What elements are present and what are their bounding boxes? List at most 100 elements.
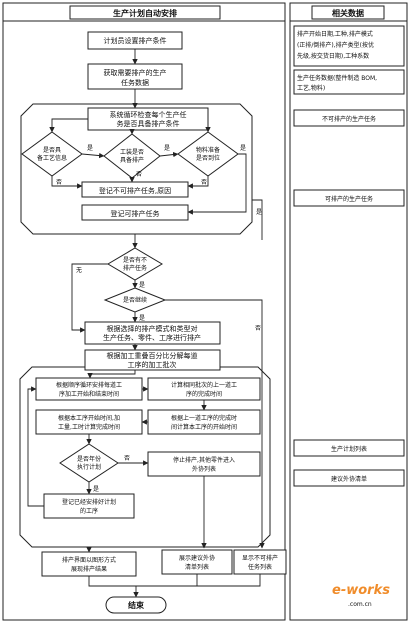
calc-end-text-2: 工量,工时计算完成时间 <box>58 423 120 431</box>
arrow-continue-no <box>165 299 265 549</box>
merge-left <box>88 576 136 587</box>
scheduling-params-text-2: (正排/倒排产),排产类型(按优 <box>297 41 374 49</box>
tooling-no-label: 否 <box>136 171 142 178</box>
stop-ops-text-2: 外协列表 <box>192 465 216 473</box>
material-decision <box>177 131 239 177</box>
end-text: 结束 <box>128 600 145 610</box>
outsource-list-text: 建议外协清单 <box>331 475 367 483</box>
tooling-decision <box>103 133 161 179</box>
execute-yes-label: 是 <box>93 486 99 493</box>
show-unschedulable-step <box>233 549 287 575</box>
none-label: 无 <box>76 267 82 274</box>
calc-prev-text-1: 计算相同批次的上一道工 <box>171 381 237 389</box>
can-execute-text-1: 是否年份 <box>77 455 101 463</box>
right-header-text: 相关数据 <box>332 8 364 18</box>
arrow-tech-yes <box>81 152 105 159</box>
continue-text: 是否继续 <box>123 296 147 304</box>
outsource-list-data <box>293 469 405 487</box>
stop-ops-step <box>147 451 261 477</box>
show-outsource-text-1: 展示建议外协 <box>179 554 215 562</box>
get-tasks-text-2: 任务数据 <box>121 78 149 87</box>
any-schedulable-decision <box>107 247 163 281</box>
material-text-2: 是否到位 <box>196 154 220 162</box>
arrow-to-tech <box>49 118 88 133</box>
unschedulable-tasks-text: 不可排产的生产任务 <box>322 115 376 123</box>
merge-right <box>197 574 261 587</box>
task-data-data <box>293 69 405 95</box>
arrow-material-yes <box>187 153 247 215</box>
task-data-text-1: 生产任务数据(整件制造 BOM, <box>297 74 377 82</box>
schedule-procs-text-1: 根据顺序循环安排每道工 <box>56 381 122 389</box>
schedule-by-mode-text-2: 生产任务、零件、工序进行排产 <box>103 333 201 342</box>
split-batches-step <box>84 349 221 371</box>
tech-yes-label: 是 <box>87 145 93 152</box>
eworks-watermark-logo: e-works .com.cn <box>332 583 390 608</box>
schedule-procs-text-2: 序加工开始和结束时间 <box>59 390 119 398</box>
arrow-tech-no <box>51 176 83 189</box>
tooling-text-1: 工装是否 <box>120 148 144 156</box>
plan-list-text: 生产计划列表 <box>331 445 367 453</box>
has-tasks-label: 是 <box>139 282 145 289</box>
any-schedulable-text-1: 是否有不 <box>123 256 147 264</box>
schedule-by-mode-step <box>84 321 221 345</box>
left-column-frame <box>2 2 286 621</box>
record-schedulable-step <box>81 204 189 221</box>
record-unschedulable-step <box>81 181 189 198</box>
right-column-frame <box>289 2 408 621</box>
loop-right-line <box>252 199 263 240</box>
calc-end-text-1: 根据本工序开始时间,加 <box>58 414 120 422</box>
record-done-step <box>43 493 135 519</box>
tooling-yes-label: 是 <box>164 145 170 152</box>
continue-no-label: 否 <box>255 325 261 332</box>
loop-check-text-1: 系统循环检查每个生产任 <box>110 110 187 119</box>
calc-start-text-2: 间计算本工序的开始时间 <box>171 423 237 431</box>
scheduling-params-data <box>293 25 405 67</box>
right-column-header <box>311 5 385 20</box>
calc-start-text-1: 根据上一道工序的完成时 <box>171 414 237 422</box>
left-header-text: 生产计划自动安排 <box>113 8 177 18</box>
merge-middle <box>136 574 198 587</box>
record-schedulable-text: 登记可排产任务 <box>111 209 160 218</box>
arrow-none <box>71 263 108 333</box>
tooling-text-2: 具备排产 <box>120 156 144 164</box>
scheduling-params-text-3: 先级,按交货日期),工种系数 <box>297 52 369 60</box>
split-batches-text-2: 工序的加工批次 <box>128 360 177 369</box>
task-data-text-2: 工艺,物料) <box>297 84 325 92</box>
record-done-text-1: 登记已经安排好计划 <box>62 498 116 506</box>
schedulable-tasks-data <box>293 189 405 207</box>
can-execute-decision <box>59 443 119 483</box>
can-execute-text-2: 执行计划 <box>77 463 101 471</box>
watermark-domain: .com.cn <box>348 601 372 608</box>
arrow-4 <box>87 370 136 379</box>
tech-info-text-1: 是否具 <box>43 147 61 154</box>
tech-no-label: 否 <box>56 179 62 186</box>
show-results-step <box>41 551 137 577</box>
end-terminal <box>105 596 167 614</box>
tech-info-text-2: 备工艺信息 <box>37 154 67 162</box>
arrow-loop-back <box>27 386 44 507</box>
record-unschedulable-text: 登记不可排产任务,原因 <box>99 186 171 195</box>
task-check-loop-frame <box>20 103 253 235</box>
any-schedulable-text-2: 排产任务 <box>123 264 147 272</box>
calc-prev-text-2: 序的完成时间 <box>186 390 222 398</box>
show-results-text-1: 排产界面以图形方式 <box>62 556 116 564</box>
watermark-brand: e-works <box>332 583 390 598</box>
material-text-1: 物料准备 <box>196 146 220 154</box>
loop-yes-label: 是 <box>256 209 262 216</box>
show-unschedulable-text-1: 显示不可排产 <box>242 554 278 562</box>
arrow-material-no <box>187 176 209 189</box>
schedule-by-mode-text-1: 根据选择的排产模式和类型对 <box>107 324 198 333</box>
plan-list-data <box>293 439 405 457</box>
left-column-header <box>69 5 221 20</box>
loop-check-text-2: 务是否具备排产条件 <box>117 119 180 128</box>
schedulable-tasks-text: 可排产的生产任务 <box>325 195 373 203</box>
execute-no-label: 否 <box>124 455 130 462</box>
tech-info-decision <box>21 131 83 177</box>
scheduling-params-text-1: 排产开始日期,工种,排产模式 <box>297 30 373 38</box>
stop-ops-text-1: 停止排产,其他零件进入 <box>173 456 235 464</box>
material-yes-label: 是 <box>240 145 246 152</box>
material-no-label: 否 <box>201 179 207 186</box>
record-done-text-2: 的工序 <box>80 507 98 515</box>
show-outsource-text-2: 清单列表 <box>185 563 209 571</box>
